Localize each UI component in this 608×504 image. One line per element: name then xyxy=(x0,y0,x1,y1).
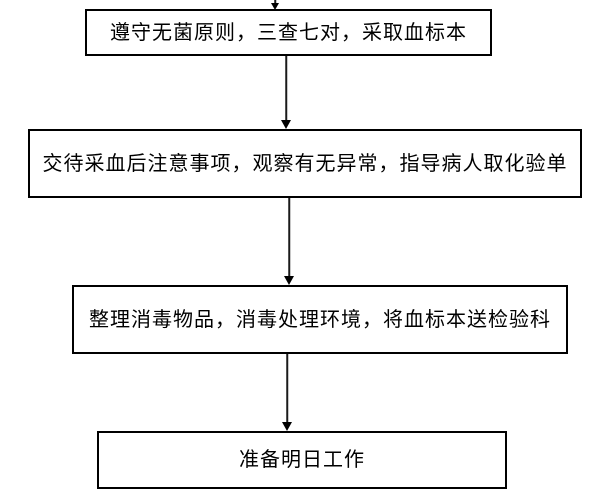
flow-step-box-2: 交待采血后注意事项，观察有无异常，指导病人取化验单 xyxy=(28,129,582,198)
arrow-shaft xyxy=(288,198,290,277)
arrow-shaft xyxy=(274,0,276,4)
arrow-head xyxy=(271,3,279,10)
down-arrow-icon-1 xyxy=(280,56,292,129)
incoming-down-arrow-icon xyxy=(269,0,281,10)
flow-step-box-3: 整理消毒物品，消毒处理环境，将血标本送检验科 xyxy=(72,285,568,354)
arrow-head xyxy=(282,422,292,431)
flow-step-label-3: 整理消毒物品，消毒处理环境，将血标本送检验科 xyxy=(89,308,551,331)
down-arrow-icon-2 xyxy=(283,198,295,285)
down-arrow-icon-3 xyxy=(281,354,293,431)
arrow-shaft xyxy=(286,354,288,423)
flow-step-label-1: 遵守无菌原则，三查七对，采取血标本 xyxy=(110,21,467,44)
flow-step-box-4: 准备明日工作 xyxy=(97,431,507,489)
flow-step-box-1: 遵守无菌原则，三查七对，采取血标本 xyxy=(85,9,492,56)
flow-step-label-4: 准备明日工作 xyxy=(239,449,365,471)
arrow-head xyxy=(281,120,291,129)
flow-step-label-2: 交待采血后注意事项，观察有无异常，指导病人取化验单 xyxy=(42,152,568,175)
arrow-head xyxy=(284,276,294,285)
arrow-shaft xyxy=(285,56,287,121)
